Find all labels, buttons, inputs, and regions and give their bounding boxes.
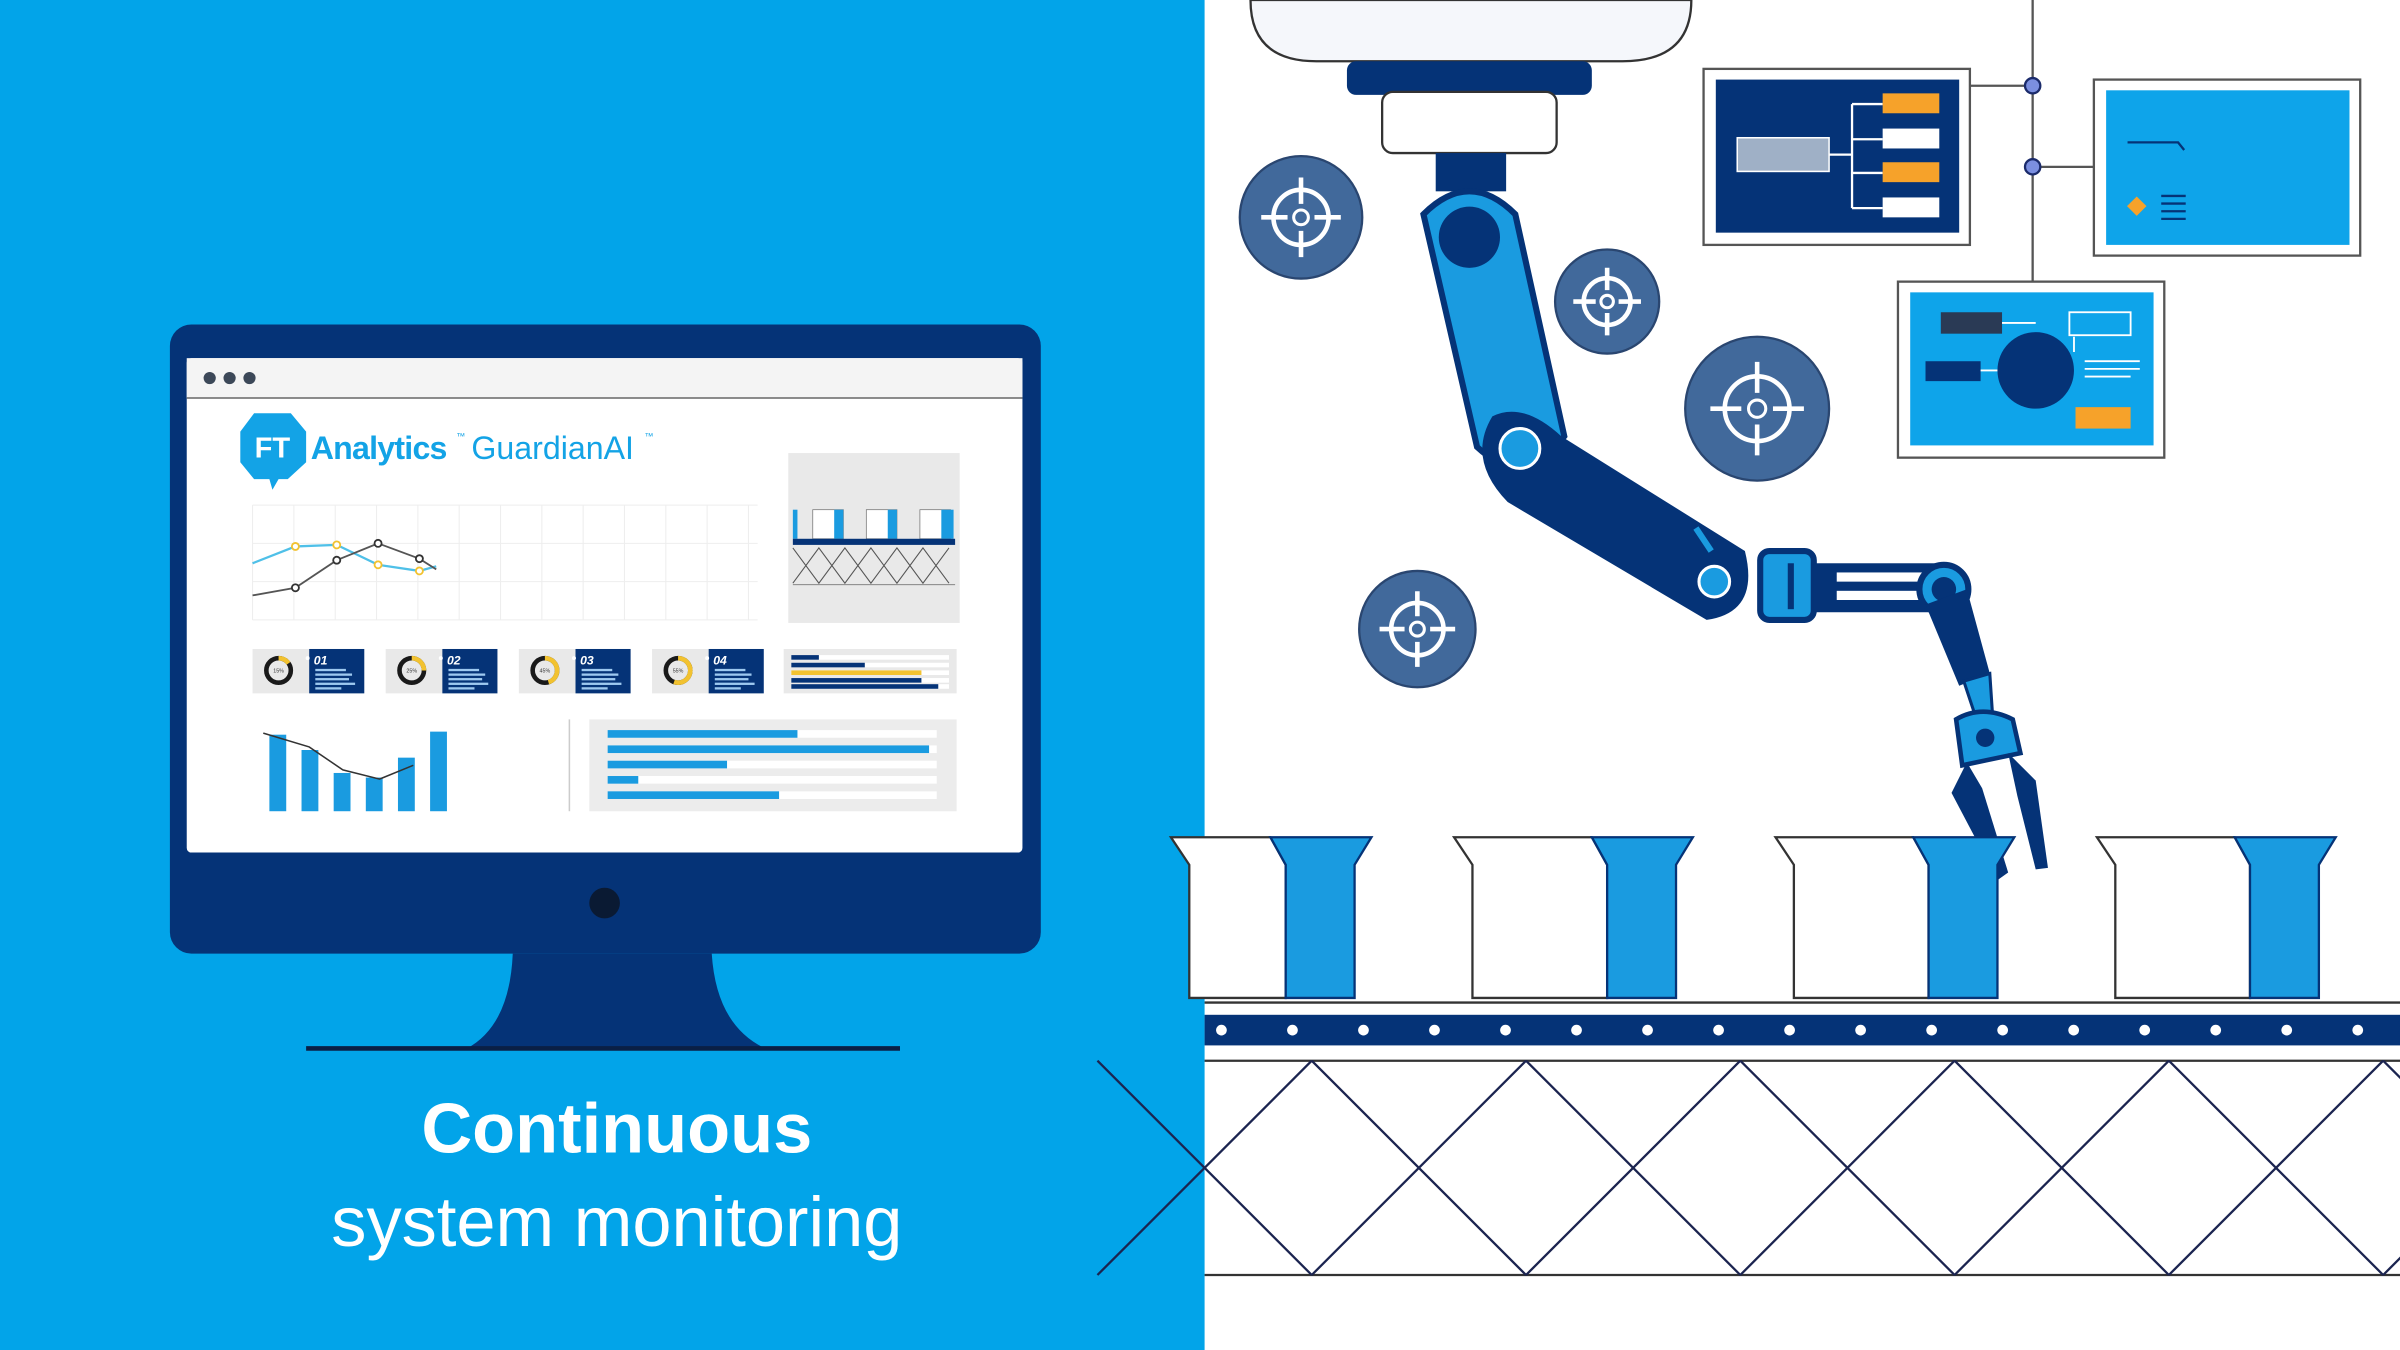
conveyor-box [1451,836,1695,1000]
gauge-fill [663,655,693,685]
tm: ™ [644,431,653,441]
gauge-id: 04 [713,653,727,667]
gauge-fill [397,655,427,685]
robot-arm-icon [1249,0,2048,881]
conveyor-box [1773,836,2017,1000]
conveyor-thumb [788,453,960,623]
target-icon [1358,569,1477,689]
gauge-id: 01 [314,653,328,667]
gauge-id: 02 [447,653,461,667]
belt-roller [1855,1024,1866,1036]
bar-chart-thumb [263,731,447,812]
belt-roller [1642,1024,1653,1036]
target-icon [1238,154,1364,280]
belt-roller [1500,1024,1511,1036]
headline-bold: Continuous [421,1089,812,1168]
belt-roller [2281,1024,2293,1036]
hbar-thumb [783,648,957,694]
headline-light: system monitoring [331,1182,902,1261]
logo-product: GuardianAI [471,430,634,466]
window-dots-icon [203,371,256,385]
progress-thumb [589,719,957,812]
belt-roller [1784,1024,1795,1036]
gauge-id: 03 [580,653,594,667]
belt-roller [2068,1024,2080,1036]
logo: FT Analytics ™ GuardianAI ™ [240,413,654,490]
conveyor-truss [1096,1059,2400,1276]
belt-roller [1713,1024,1724,1036]
belt-roller [2139,1024,2151,1036]
conveyor-box [1168,836,1374,1000]
conveyor-box [2094,836,2338,1000]
target-icon [1684,335,1831,482]
gauge-fill [530,655,560,685]
belt-roller [2352,1024,2364,1036]
belt-roller [1358,1024,1369,1036]
gauge-percent: 25% [406,669,417,675]
tm: ™ [456,431,465,441]
belt-roller [1429,1024,1440,1036]
camera-dot [589,887,620,919]
conveyor-belt [1204,1014,2400,1046]
gauge-card: 25% 02 [385,648,498,694]
belt-roller [1997,1024,2009,1036]
gauge-card: 45% 03 [518,648,631,694]
line-chart-thumb [252,504,758,621]
info-panel [2092,78,2362,257]
logo-mark: FT [255,433,291,465]
gauge-fill [264,655,294,685]
gauge-card: 15% 01 [252,648,365,694]
belt-roller [2210,1024,2222,1036]
target-icon [1553,248,1661,355]
belt-roller [1571,1024,1582,1036]
gauge-percent: 45% [540,669,551,675]
gauge-percent: 15% [273,669,284,675]
monitor: FT Analytics ™ GuardianAI ™ 15% 01 25% 02 45… [169,324,1041,1051]
belt-roller [1216,1024,1227,1036]
logo-brand: Analytics [311,430,447,466]
belt-roller [1926,1024,1937,1036]
factory-scene [1096,0,2400,1277]
flowchart-panel [1702,67,1972,247]
belt-roller [1287,1024,1298,1036]
gauge-percent: 55% [673,669,684,675]
gauge-card: 55% 04 [652,648,764,694]
diagram-panel [1896,280,2166,459]
